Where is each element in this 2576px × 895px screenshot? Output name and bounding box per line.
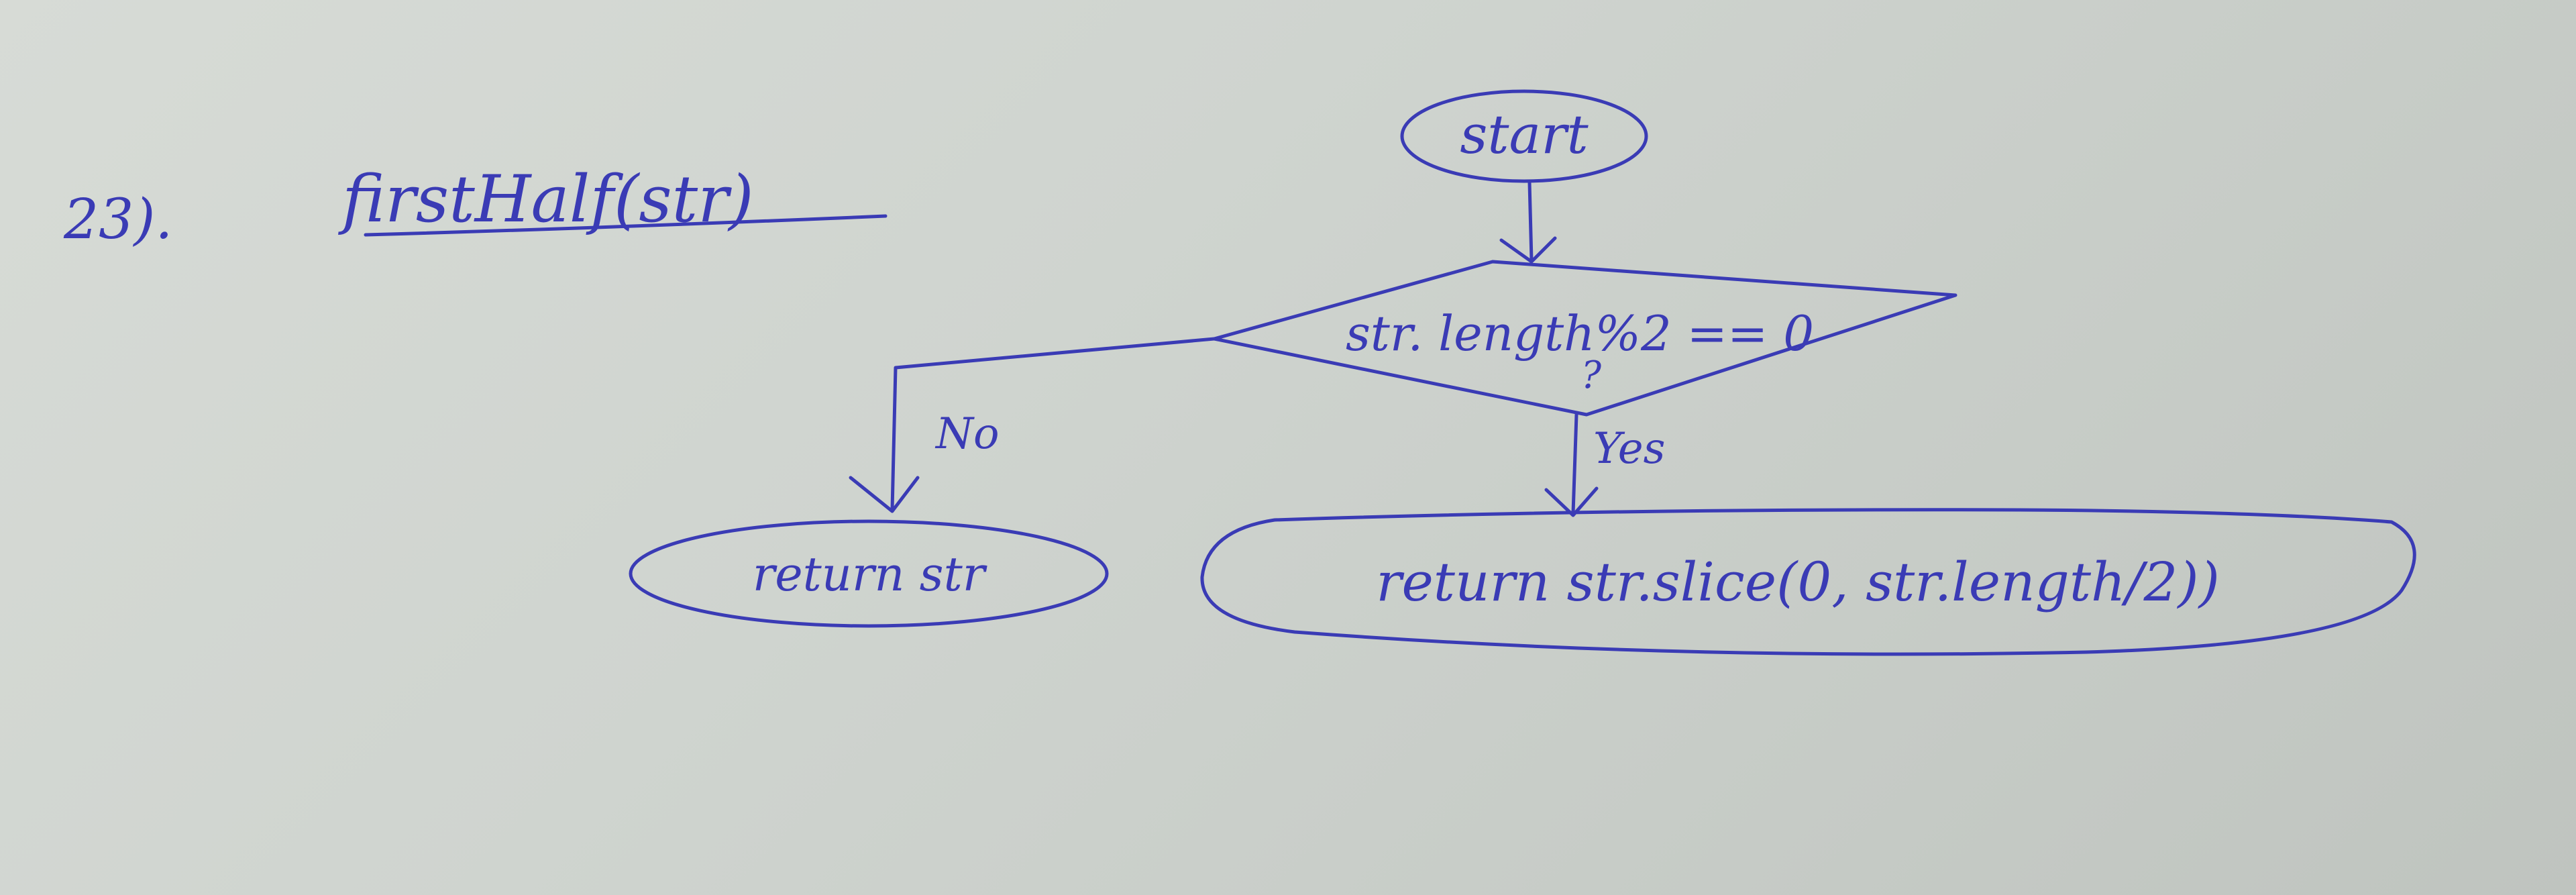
no-label: No	[934, 409, 1000, 459]
arrowhead-yes-branch	[1544, 486, 1599, 517]
problem-number: 23).	[63, 188, 172, 252]
arrowhead-no-branch	[849, 476, 920, 513]
arrow-yes-branch	[1571, 413, 1578, 515]
return-str-node	[629, 519, 1109, 628]
return-slice-label: return str.slice(0, str.length/2))	[1376, 551, 2220, 613]
title-underline	[364, 214, 888, 237]
decision-node	[1212, 260, 1957, 417]
arrowhead-start-to-decision	[1499, 236, 1557, 264]
return-slice-node	[1200, 508, 2416, 656]
start-label: start	[1460, 103, 1589, 166]
decision-condition: str. length%2 == 0	[1346, 305, 1814, 362]
decision-question-mark: ?	[1581, 354, 1602, 397]
arrow-start-to-decision	[1527, 180, 1534, 262]
return-str-label: return str	[753, 547, 987, 602]
arrow-no-branch	[890, 337, 1216, 512]
start-node	[1400, 89, 1648, 183]
yes-label: Yes	[1593, 424, 1665, 474]
